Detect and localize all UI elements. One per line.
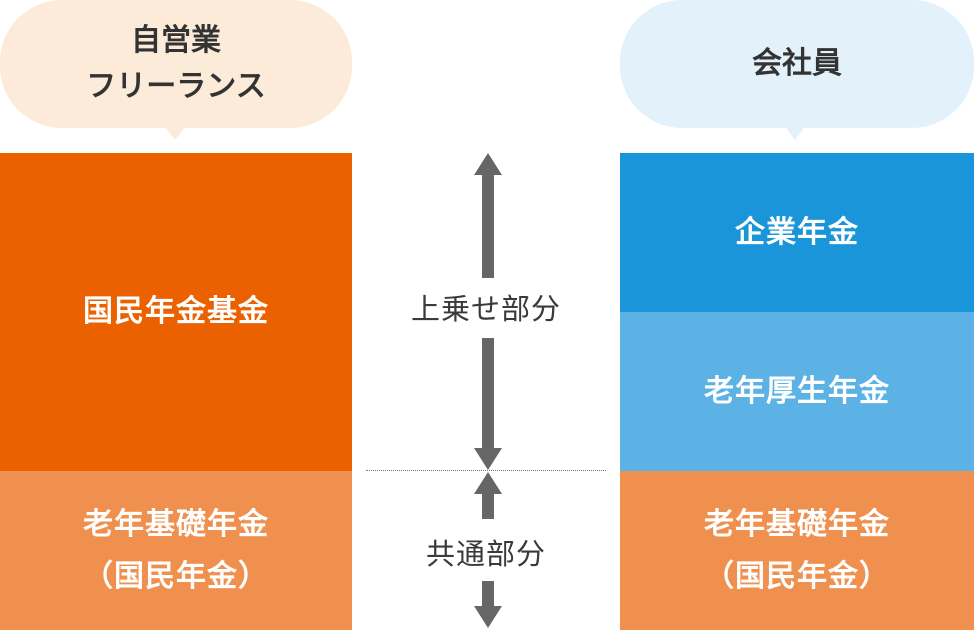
self-employed-label: 自営業: [131, 23, 221, 58]
common-tier-label: 共通部分: [425, 537, 546, 571]
bubble-tail: [166, 128, 184, 140]
corporate-pension-label: 企業年金: [735, 214, 859, 250]
national-pension-label: （国民年金）: [83, 558, 269, 594]
employee-pension-label: 老年厚生年金: [704, 373, 890, 409]
tier-divider-line: [366, 470, 606, 471]
basic-pension-block-left: 老年基礎年金 （国民年金）: [0, 471, 352, 630]
national-pension-fund-block: 国民年金基金: [0, 153, 352, 471]
national-pension-label: （国民年金）: [704, 558, 890, 594]
down-arrow-icon: [474, 338, 502, 470]
up-arrow-icon: [474, 472, 502, 519]
employee-bubble: 会社員: [620, 0, 974, 140]
employee-pension-block: 老年厚生年金: [620, 312, 974, 471]
range-arrows: [474, 153, 502, 628]
freelance-label: フリーランス: [86, 69, 266, 104]
corporate-pension-block: 企業年金: [620, 153, 974, 312]
basic-pension-block-right: 老年基礎年金 （国民年金）: [620, 471, 974, 630]
employee-label: 会社員: [752, 46, 842, 81]
bubble-tail: [786, 128, 804, 140]
self-employed-bubble: 自営業 フリーランス: [0, 0, 352, 140]
up-arrow-icon: [474, 153, 502, 278]
basic-pension-label: 老年基礎年金: [83, 506, 269, 542]
national-pension-fund-label: 国民年金基金: [83, 294, 269, 329]
basic-pension-label: 老年基礎年金: [704, 506, 890, 542]
supplementary-tier-label: 上乗せ部分: [410, 292, 561, 326]
down-arrow-icon: [474, 581, 502, 628]
